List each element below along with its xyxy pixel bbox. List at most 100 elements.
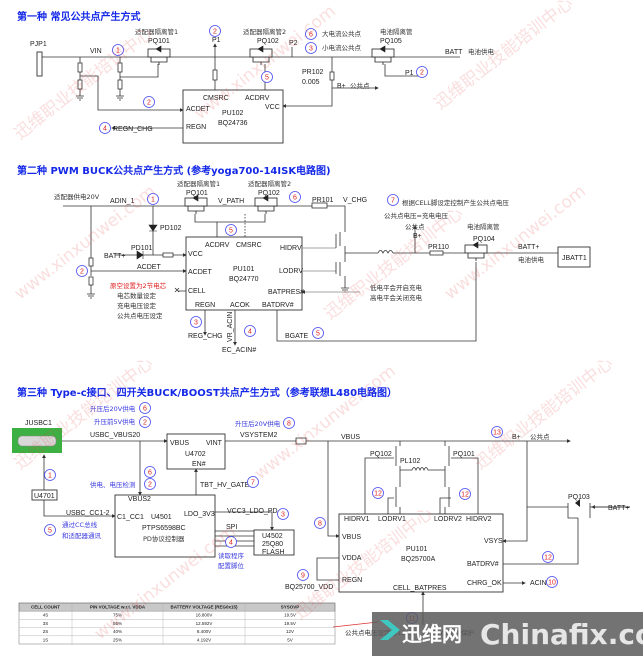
pin-cell-batpres: CELL_BATPRES xyxy=(393,585,447,592)
common-node-label: 公共点 xyxy=(530,432,550,441)
step-marker: 2 xyxy=(143,96,155,108)
bq24770-label: BQ24770 xyxy=(229,276,259,283)
table-header: CELL COUNT xyxy=(31,605,60,610)
pr110-label: PR110 xyxy=(428,244,449,251)
pjp1-connector xyxy=(36,51,43,77)
flash-label: FLASH xyxy=(262,549,285,556)
pq104-label: PQ104 xyxy=(473,236,495,243)
bplus-label: B+ xyxy=(413,233,422,240)
pin-vbus: VBUS xyxy=(170,440,189,447)
low-level-note: 低电平会开启充电 xyxy=(370,283,423,292)
pin-batdrv: BATDRV# xyxy=(467,561,499,568)
section3-wiring xyxy=(12,428,630,628)
battery-supply-label: 电池供电 xyxy=(518,255,545,264)
step-marker-number: 12 xyxy=(544,555,552,562)
section3-title: 第三种 Type-c接口、四开关BUCK/BOOST共点产生方式（参考联想L48… xyxy=(17,386,397,399)
cell-default-note: 原空设置为2节电芯 xyxy=(110,281,167,290)
pq105-label: PQ105 xyxy=(380,38,402,45)
step-marker-number: 2 xyxy=(147,100,151,107)
table-cell: 5V xyxy=(287,637,293,642)
step-marker: 7 xyxy=(247,476,259,488)
step-marker-number: 10 xyxy=(548,580,556,587)
u4502-label: U4502 xyxy=(262,533,283,540)
pd102-label: PD102 xyxy=(160,225,182,232)
step-marker-number: 1 xyxy=(151,197,155,204)
step-marker: 2 xyxy=(416,66,428,78)
bplus-label: B+ xyxy=(337,83,346,90)
step-marker: 8 xyxy=(314,517,326,529)
step-marker-number: 6 xyxy=(309,32,313,39)
step-marker: 9 xyxy=(297,569,309,581)
common-node-label: 公共点 xyxy=(350,81,370,90)
common-node-label: 公共点 xyxy=(405,222,425,231)
table-cell: 8.400V xyxy=(197,629,211,634)
step-marker-number: 6 xyxy=(143,406,147,413)
mosfet-icon xyxy=(464,241,488,261)
jusbc1-label: JUSBC1 xyxy=(25,420,52,427)
25q80-label: 25Q80 xyxy=(262,541,283,548)
pq102-label: PQ102 xyxy=(257,38,279,45)
table-header: PIN VOLTAGE w.r.t. VDDA xyxy=(90,605,146,610)
pu101-label: PU101 xyxy=(233,266,255,273)
acdet-net-label: ACDET xyxy=(137,264,161,271)
spi-label: SPI xyxy=(226,524,237,531)
pin-en: EN# xyxy=(192,461,206,468)
pr101-label: PR101 xyxy=(312,197,334,204)
step-markers: 1263252416752345628136271534121289101211 xyxy=(44,25,558,624)
step-marker: 12 xyxy=(372,487,384,499)
pq101-label: PQ101 xyxy=(186,190,208,197)
pin-regn: REGN xyxy=(195,302,215,309)
step-marker: 6 xyxy=(305,28,317,40)
step-marker-number: 3 xyxy=(281,512,285,519)
section2-wiring xyxy=(63,202,591,346)
vcc3-ldo-label: VCC3_LDO_PD xyxy=(227,508,278,515)
cell-count-note: 电芯数量设定 xyxy=(117,291,157,300)
pin-vcc: VCC xyxy=(265,104,280,111)
step-marker-number: 2 xyxy=(148,482,152,489)
v-chg-label: V_CHG xyxy=(343,197,367,204)
u4701-label: U4701 xyxy=(34,493,55,500)
charge-voltage-note: 充电电压设定 xyxy=(117,301,157,310)
step-marker: 4 xyxy=(99,122,111,134)
step-marker-number: 3 xyxy=(309,46,313,53)
step-marker: 6 xyxy=(144,466,156,478)
table-cell: 19.5V xyxy=(284,613,296,618)
step-marker-number: 6 xyxy=(148,470,152,477)
boost-20v-note-2: 升压后20V供电 xyxy=(235,419,281,428)
step-marker-number: 2 xyxy=(420,70,424,77)
pu102-chip xyxy=(182,89,284,144)
p2-label: P2 xyxy=(289,40,298,47)
chinafix-logo-overlay: 迅维网 Chinafix.com xyxy=(372,612,643,656)
common-eq-note: 公共点电压=充电电压 xyxy=(384,211,448,220)
step-marker: 5 xyxy=(44,524,56,536)
pq102-label: PQ102 xyxy=(370,451,392,458)
vin-label: VIN xyxy=(90,48,102,55)
mosfet-icon xyxy=(249,45,273,65)
step-marker-number: 8 xyxy=(287,421,291,428)
pl102-label: PL102 xyxy=(400,458,420,465)
step-marker-number: 8 xyxy=(318,521,322,528)
step-marker: 6 xyxy=(139,402,151,414)
table-cell: 55% xyxy=(113,621,122,626)
high-level-note: 高电平会关闭充电 xyxy=(370,293,423,302)
pq101-desc: 适配器隔离管1 xyxy=(177,179,220,188)
u4501-pd-controller xyxy=(114,494,216,558)
ptps-label: PTPS6598BC xyxy=(142,525,186,532)
step-marker-number: 2 xyxy=(143,420,147,427)
pjp1-label: PJP1 xyxy=(30,41,47,48)
step-marker: 8 xyxy=(283,417,295,429)
pu101-bq25700a-chip xyxy=(338,513,504,593)
vsystem2-label: VSYSTEM2 xyxy=(240,432,277,439)
pq101-desc: 适配器隔离管1 xyxy=(135,27,178,36)
common-voltage-note: 公共点电压设定 xyxy=(117,311,163,320)
cell-note: 根据CELL脚设定控制产生公共点电压 xyxy=(402,198,509,207)
watermark-text: 迅维职业技能培训中心 xyxy=(471,354,617,474)
pin-hidrv1: HIDRV1 xyxy=(344,516,370,523)
pin-batpres: BATPRES# xyxy=(268,289,304,296)
pq102-desc: 适配器隔离管2 xyxy=(248,179,291,188)
p1-label: P1 xyxy=(212,37,221,44)
table-header: SYSOVP xyxy=(281,605,300,610)
pu101-label: PU101 xyxy=(406,546,428,553)
pu101-bq24770-chip xyxy=(185,236,303,311)
